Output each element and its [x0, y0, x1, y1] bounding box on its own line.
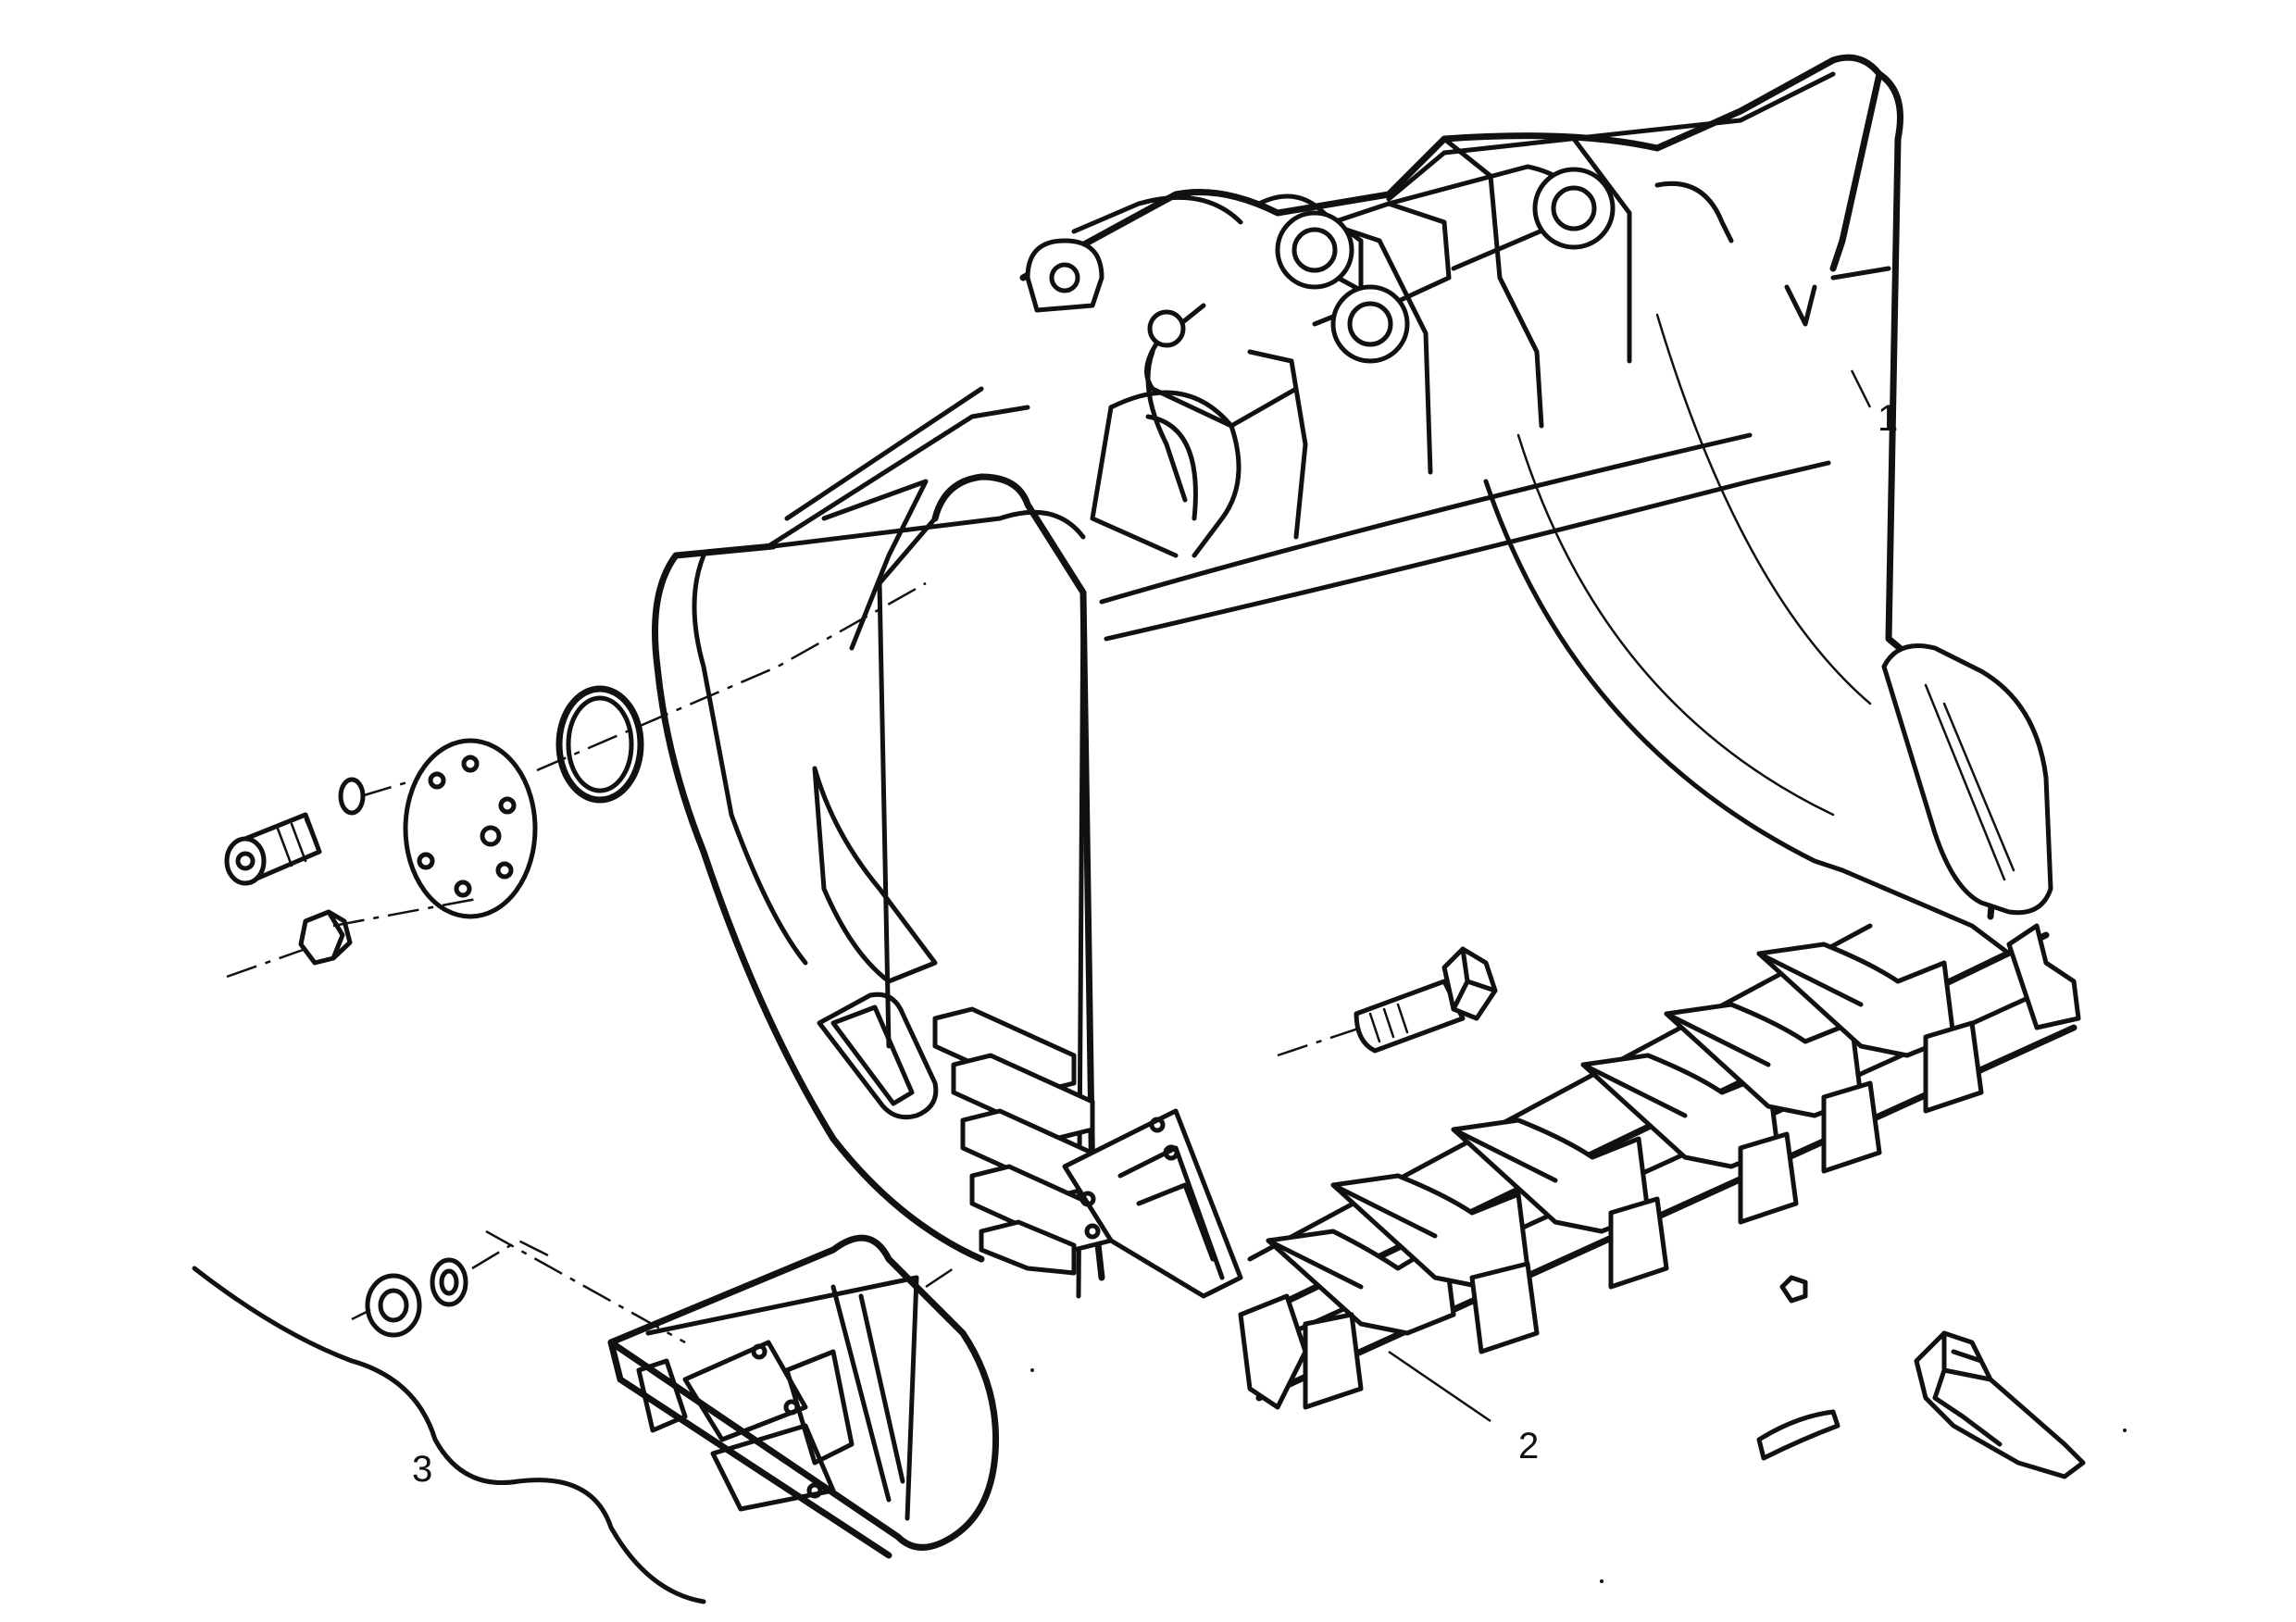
- cover-plate-assembly: [224, 685, 644, 966]
- bucket-teeth: [1238, 923, 2081, 1410]
- speck: [1030, 1368, 1034, 1372]
- callout-2: 2: [1518, 1426, 1539, 1466]
- callout-leaders: [1388, 369, 1872, 1423]
- speck: [1600, 1579, 1603, 1583]
- side-cutter-segments: [932, 1006, 1243, 1299]
- callout-3: 3: [412, 1449, 432, 1490]
- bolt: [1354, 946, 1498, 1054]
- loose-tooth-parts: [1756, 1275, 2086, 1479]
- side-cutter: [192, 1234, 1000, 1604]
- centerlines: [226, 581, 1362, 1344]
- speck: [2123, 1429, 2127, 1432]
- callout-1: 1: [1878, 398, 1898, 439]
- hinge-brackets: [1025, 136, 1817, 558]
